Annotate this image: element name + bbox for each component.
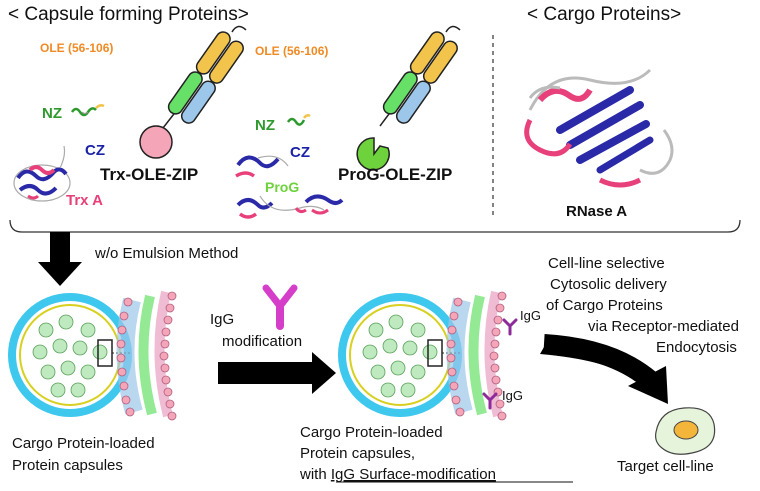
delivery-line-2: Cytosolic delivery — [550, 276, 667, 293]
trx-a-protein-icon — [13, 145, 71, 202]
caption-capsule-2-line-3: with IgG Surface-modification — [299, 466, 496, 483]
down-arrow-icon — [38, 232, 82, 286]
label-cz-2: CZ — [290, 144, 310, 161]
label-nz-2: NZ — [255, 117, 275, 134]
label-ole-2: OLE (56-106) — [255, 44, 328, 58]
label-trx-ole-zip: Trx-OLE-ZIP — [100, 165, 198, 184]
membrane-fan-1-icon — [116, 290, 177, 421]
label-ole-1: OLE (56-106) — [40, 41, 113, 55]
label-prog: ProG — [265, 179, 299, 195]
label-igg-surface-2: IgG — [502, 388, 523, 403]
section-bracket — [9, 219, 741, 233]
target-cell-icon — [655, 407, 716, 455]
trx-ole-zip-construct-icon — [139, 25, 247, 159]
delivery-arrow-icon — [540, 334, 668, 404]
caption-capsule-2-line-2: Protein capsules, — [300, 445, 415, 462]
caption-target-cell-line: Target cell-line — [617, 458, 714, 475]
label-igg-modification-2: modification — [222, 333, 302, 350]
nz-fragment-icon — [70, 104, 105, 117]
caption-capsule-1-line-2: Protein capsules — [12, 457, 123, 474]
header-capsule-forming-proteins: < Capsule forming Proteins> — [8, 4, 249, 25]
caption-capsule-2-underlined: IgG Surface-modification — [331, 466, 496, 483]
header-cargo-proteins: < Cargo Proteins> — [527, 4, 681, 25]
capsule-1-icon — [8, 293, 132, 417]
capsule-2-icon — [338, 293, 462, 417]
rnase-a-protein-icon — [524, 68, 674, 188]
delivery-line-3: of Cargo Proteins — [546, 297, 663, 314]
delivery-line-1: Cell-line selective — [548, 255, 665, 272]
label-prog-ole-zip: ProG-OLE-ZIP — [338, 165, 452, 184]
label-cz-1: CZ — [85, 142, 105, 159]
label-trx-a: Trx A — [66, 192, 103, 209]
right-arrow-icon — [218, 352, 336, 394]
caption-capsule-2-prefix: with — [299, 466, 331, 483]
membrane-fan-2-icon — [446, 290, 518, 421]
label-rnase-a: RNase A — [566, 203, 627, 220]
prog-ole-zip-construct-icon — [356, 25, 461, 171]
label-igg-surface-1: IgG — [520, 308, 541, 323]
delivery-line-4: via Receptor-mediated — [588, 318, 739, 335]
caption-capsule-1-line-1: Cargo Protein-loaded — [12, 435, 155, 452]
delivery-line-5: Endocytosis — [656, 339, 737, 356]
nz-fragment-icon-2 — [286, 114, 311, 126]
label-method: w/o Emulsion Method — [94, 245, 238, 262]
prog-protein-icon — [235, 155, 344, 219]
igg-antibody-icon — [262, 284, 298, 330]
label-igg-modification-1: IgG — [210, 311, 234, 328]
label-nz-1: NZ — [42, 105, 62, 122]
caption-capsule-2-line-1: Cargo Protein-loaded — [300, 424, 443, 441]
